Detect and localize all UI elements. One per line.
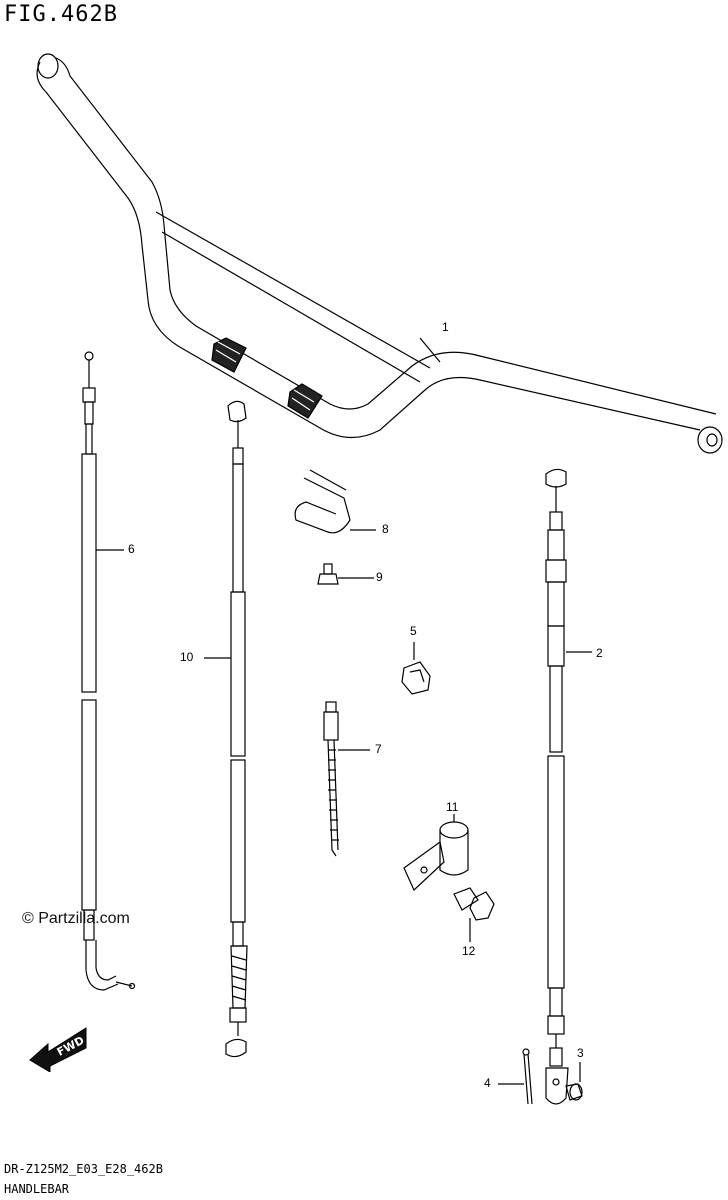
part-3-pin[interactable] (565, 1062, 583, 1101)
callout-9: 9 (376, 570, 383, 584)
knurl-right (287, 383, 323, 419)
callout-8: 8 (382, 522, 389, 536)
callout-10: 10 (180, 650, 194, 664)
part-5-clip[interactable] (401, 642, 431, 695)
part-6-cable[interactable] (81, 351, 136, 991)
diagram-code: DR-Z125M2_E03_E28_462B (4, 1162, 163, 1176)
callout-1: 1 (442, 320, 449, 334)
part-4-cotter-pin[interactable] (498, 1048, 533, 1105)
part-7-cable-tie[interactable] (323, 701, 370, 857)
fwd-arrow-icon: FWD (29, 1027, 87, 1072)
part-2-cable[interactable] (545, 468, 592, 1105)
part-10-cable[interactable] (204, 400, 248, 1058)
callout-4: 4 (484, 1076, 491, 1090)
part-1-handlebar[interactable] (36, 53, 723, 454)
partzilla-watermark: © Partzilla.com (22, 910, 130, 927)
part-11-bracket[interactable] (403, 814, 469, 892)
callout-5: 5 (410, 624, 417, 638)
part-9-bolt[interactable] (317, 563, 374, 585)
figure-title: FIG.462B (4, 2, 118, 27)
callout-6: 6 (128, 542, 135, 556)
callout-2: 2 (596, 646, 603, 660)
callout-7: 7 (375, 742, 382, 756)
part-8-clamp[interactable] (294, 469, 376, 534)
callout-12: 12 (462, 944, 476, 958)
diagram-caption: HANDLEBAR (4, 1182, 70, 1196)
callout-3: 3 (577, 1046, 584, 1060)
part-12-bolt[interactable] (453, 887, 495, 942)
callout-11: 11 (446, 800, 459, 814)
knurl-left (211, 337, 247, 373)
